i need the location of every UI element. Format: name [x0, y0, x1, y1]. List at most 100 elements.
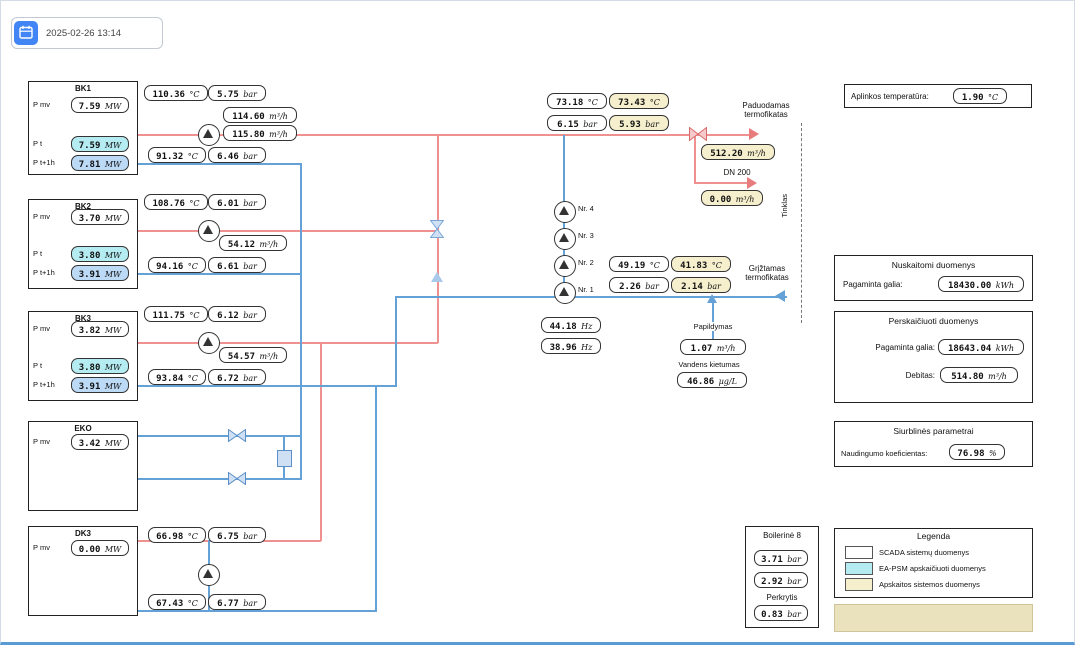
- bk1-flow-2: 115.80 m³/h: [223, 125, 297, 141]
- bk3-pt1h-value: 3.91 MW: [71, 377, 129, 393]
- perskaiciuoti-label-1: Pagaminta galia:: [875, 343, 935, 352]
- supply-flow-arrow: [749, 128, 759, 140]
- dk3-pump-icon[interactable]: [198, 564, 220, 586]
- return-flow-arrow: [775, 290, 785, 302]
- legend-swatch-scada: [845, 546, 873, 559]
- pipe-return-bk3: [136, 385, 396, 387]
- pipe-eko-top: [136, 435, 302, 437]
- nuskaitomi-label: Pagaminta galia:: [843, 280, 903, 289]
- bk3-pump-icon[interactable]: [198, 332, 220, 354]
- dn200-flow-arrow: [747, 177, 757, 189]
- pump-frequency-2: 38.96 Hz: [541, 338, 601, 354]
- pipe-supply-bk2: [136, 230, 438, 232]
- pipe-return-bk2: [136, 273, 302, 275]
- dk3-title: DK3: [74, 529, 91, 538]
- dk3-return-pressure: 6.77 bar: [208, 594, 266, 610]
- riser-flow-arrow: [431, 272, 443, 282]
- bk2-pt1h-value: 3.91 MW: [71, 265, 129, 281]
- network-pump-3-icon[interactable]: [554, 228, 576, 250]
- legend-title: Legenda: [916, 531, 951, 541]
- bk3-flow: 54.57 m³/h: [219, 347, 287, 363]
- bk1-pump-icon[interactable]: [198, 124, 220, 146]
- network-pump-2-icon[interactable]: [554, 255, 576, 277]
- perskaiciuoti-value-2: 514.80 m³/h: [940, 367, 1018, 383]
- siurblines-value: 76.98 %: [949, 444, 1005, 460]
- dk3-supply-pressure: 6.75 bar: [208, 527, 266, 543]
- ambient-temp-label: Aplinkos temperatūra:: [851, 92, 929, 101]
- accounting-bar: [834, 604, 1033, 632]
- bk3-pt-label: P t: [33, 361, 43, 370]
- legend-label-eapsm: EA-PSM apskaičiuoti duomenys: [879, 564, 986, 573]
- dk3-box: DK3 P mv 0.00 MW: [28, 526, 138, 616]
- bk1-pt-value: 7.59 MW: [71, 136, 129, 152]
- return-pressure-accounting: 2.14 bar: [671, 277, 731, 293]
- bk3-title: BK3: [74, 314, 91, 323]
- bk2-pt-value: 3.80 MW: [71, 246, 129, 262]
- datetime-picker[interactable]: 2025-02-26 13:14: [11, 17, 163, 49]
- eko-pmv-value: 3.42 MW: [71, 434, 129, 450]
- bk2-pmv-label: P mv: [33, 212, 50, 221]
- datetime-value[interactable]: 2025-02-26 13:14: [46, 27, 122, 39]
- pipe-return-dk3: [136, 610, 377, 612]
- network-pump-4-icon[interactable]: [554, 201, 576, 223]
- return-temp-scada: 49.19 °C: [609, 256, 669, 272]
- tinklas-label: Tinklas: [780, 194, 789, 218]
- legend-panel: Legenda SCADA sistemų duomenys EA-PSM ap…: [834, 528, 1033, 598]
- legend-swatch-accounting: [845, 578, 873, 591]
- eko-square-valve-icon[interactable]: [277, 450, 292, 467]
- siurblines-panel: Siurblinės parametrai Naudingumo koefici…: [834, 421, 1033, 467]
- bk3-pt-value: 3.80 MW: [71, 358, 129, 374]
- pump-frequency-1: 44.18 Hz: [541, 317, 601, 333]
- eko-pmv-label: P mv: [33, 437, 50, 446]
- dn200-flow-value: 0.00 m³/h: [701, 190, 763, 206]
- supply-valve-icon[interactable]: [689, 126, 707, 142]
- ambient-temp-panel: Aplinkos temperatūra: 1.90 °C: [844, 84, 1032, 108]
- bk3-return-temp: 93.84 °C: [148, 369, 206, 385]
- bk1-supply-pressure: 5.75 bar: [208, 85, 266, 101]
- bk2-title: BK2: [74, 202, 91, 211]
- nuskaitomi-title: Nuskaitomi duomenys: [891, 260, 976, 270]
- water-hardness-value: 46.86 µg/L: [677, 372, 747, 388]
- bk2-return-pressure: 6.61 bar: [208, 257, 266, 273]
- bk2-pump-icon[interactable]: [198, 220, 220, 242]
- pipe-supply-riser-dk3: [320, 343, 322, 541]
- water-hardness-label: Vandens kietumas: [678, 360, 740, 369]
- bk1-return-temp: 91.32 °C: [148, 147, 206, 163]
- supply-temp-accounting: 73.43 °C: [609, 93, 669, 109]
- dn200-label: DN 200: [723, 168, 751, 177]
- legend-label-scada: SCADA sistemų duomenys: [879, 548, 970, 557]
- nuskaitomi-panel: Nuskaitomi duomenys Pagaminta galia: 184…: [834, 255, 1033, 301]
- calendar-button[interactable]: [14, 21, 38, 45]
- network-pump-1-label: Nr. 1: [578, 285, 594, 294]
- nuskaitomi-value: 18430.00 kWh: [938, 276, 1024, 292]
- boilerine-pressure-3: 0.83 bar: [754, 605, 808, 621]
- pipe-supply-riser: [437, 134, 439, 343]
- bk1-pt1h-label: P t+1h: [33, 158, 55, 167]
- network-pump-1-icon[interactable]: [554, 282, 576, 304]
- eko-valve-2-icon[interactable]: [228, 471, 246, 486]
- eko-valve-1-icon[interactable]: [228, 428, 246, 443]
- bk1-pmv-value: 7.59 MW: [71, 97, 129, 113]
- siurblines-title: Siurblinės parametrai: [893, 426, 974, 436]
- boilerine-title: Boilerinė 8: [763, 531, 801, 540]
- boilerine-pressure-2: 2.92 bar: [754, 572, 808, 588]
- bk1-title: BK1: [74, 84, 91, 93]
- bk1-box: BK1 P mv 7.59 MW P t 7.59 MW P t+1h 7.81…: [28, 81, 138, 175]
- eko-box: EKO P mv 3.42 MW: [28, 421, 138, 511]
- bk3-return-pressure: 6.72 bar: [208, 369, 266, 385]
- bk1-supply-temp: 110.36 °C: [144, 85, 208, 101]
- perskaiciuoti-panel: Perskaičiuoti duomenys Pagaminta galia: …: [834, 311, 1033, 403]
- bk3-supply-temp: 111.75 °C: [144, 306, 208, 322]
- makeup-label: Papildymas: [683, 322, 743, 331]
- calendar-icon: [19, 25, 33, 42]
- perskaiciuoti-title: Perskaičiuoti duomenys: [888, 316, 979, 326]
- perskaiciuoti-value-1: 18643.04 kWh: [938, 339, 1024, 355]
- bk3-pmv-label: P mv: [33, 324, 50, 333]
- bk2-supply-pressure: 6.01 bar: [208, 194, 266, 210]
- boilerine-pressure-1: 3.71 bar: [754, 550, 808, 566]
- bk2-box: BK2 P mv 3.70 MW P t 3.80 MW P t+1h 3.91…: [28, 199, 138, 289]
- legend-label-accounting: Apskaitos sistemos duomenys: [879, 580, 980, 589]
- supply-pressure-accounting: 5.93 bar: [609, 115, 669, 131]
- riser-valve-icon[interactable]: [429, 220, 445, 238]
